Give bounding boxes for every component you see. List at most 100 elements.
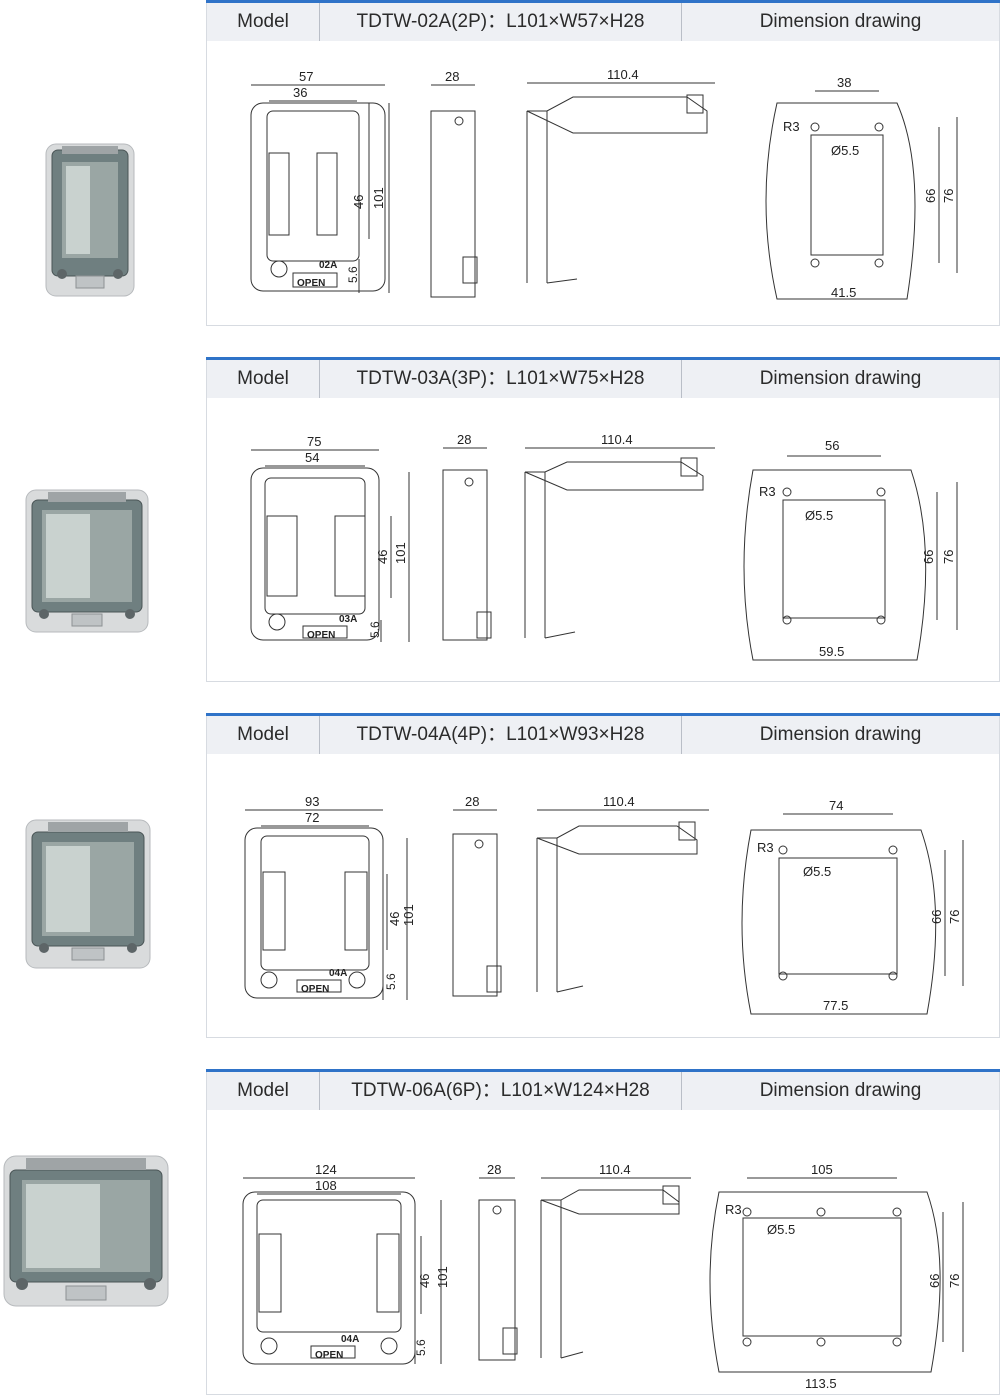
dim-lid-open-length: 110.4 bbox=[607, 67, 639, 82]
model-header-row: Model TDTW-02A(2P)：L101×W57×H28 Dimensio… bbox=[207, 3, 999, 41]
cutout-rectangle bbox=[778, 857, 898, 975]
dim-inner-width: 54 bbox=[305, 450, 319, 465]
cutout-rectangle bbox=[742, 1217, 902, 1337]
dim-hole-spacing-top: 105 bbox=[811, 1162, 833, 1177]
side-view bbox=[452, 833, 498, 997]
dim-height: 101 bbox=[371, 187, 386, 209]
dim-outer-height: 76 bbox=[941, 550, 956, 564]
dimension-drawing-label: Dimension drawing bbox=[759, 368, 922, 389]
dim-hole-diameter: Ø5.5 bbox=[831, 143, 859, 158]
panel-top-rule bbox=[206, 713, 1000, 716]
dim-height: 101 bbox=[435, 1266, 450, 1288]
dim-overall-width: 124 bbox=[315, 1162, 337, 1177]
dim-outer-height: 76 bbox=[941, 189, 956, 203]
front-view-outline bbox=[244, 827, 384, 999]
dim-height: 101 bbox=[393, 542, 408, 564]
model-section-2p: Model TDTW-02A(2P)：L101×W57×H28 Dimensio… bbox=[0, 0, 1000, 330]
dim-hole-spacing-top: 56 bbox=[825, 438, 839, 453]
dim-lid-open-length: 110.4 bbox=[601, 432, 633, 447]
header-divider bbox=[319, 360, 320, 398]
front-mark: 03A bbox=[339, 614, 357, 625]
dim-window-height: 46 bbox=[417, 1274, 432, 1288]
dim-height: 101 bbox=[401, 904, 416, 926]
model-label: Model bbox=[237, 368, 289, 389]
model-label: Model bbox=[237, 11, 289, 32]
cutout-rectangle bbox=[782, 499, 886, 619]
front-mark: 02A bbox=[319, 260, 337, 271]
dim-hole-spacing-top: 74 bbox=[829, 798, 843, 813]
model-panel-4p: Model TDTW-04A(4P)：L101×W93×H28 Dimensio… bbox=[206, 713, 1000, 1038]
side-view bbox=[478, 1199, 516, 1361]
dim-bottom-offset: 5.6 bbox=[368, 621, 382, 638]
front-view-outline bbox=[242, 1191, 416, 1365]
front-window bbox=[266, 110, 360, 262]
dim-overall-width: 93 bbox=[305, 794, 319, 809]
header-divider bbox=[681, 716, 682, 754]
front-view-outline bbox=[250, 102, 386, 292]
model-section-4p: Model TDTW-04A(4P)：L101×W93×H28 Dimensio… bbox=[0, 712, 1000, 1042]
panel-top-rule bbox=[206, 1069, 1000, 1072]
dim-bottom-offset: 5.6 bbox=[414, 1339, 428, 1356]
model-label: Model bbox=[237, 724, 289, 745]
dim-window-height: 46 bbox=[351, 195, 366, 209]
model-header-row: Model TDTW-04A(4P)：L101×W93×H28 Dimensio… bbox=[207, 716, 999, 754]
dimension-drawing-4p: 93 72 46 101 5.6 04A OPEN 28 110.4 74 R3… bbox=[244, 794, 964, 1015]
dimension-drawing-label: Dimension drawing bbox=[759, 724, 922, 745]
header-divider bbox=[681, 3, 682, 41]
dim-lid-open-length: 110.4 bbox=[603, 794, 635, 809]
dim-corner-radius: R3 bbox=[757, 840, 774, 855]
front-open-text: OPEN bbox=[297, 278, 325, 289]
dim-depth: 28 bbox=[487, 1162, 501, 1177]
model-panel-2p: Model TDTW-02A(2P)：L101×W57×H28 Dimensio… bbox=[206, 0, 1000, 326]
panel-cutout-outline bbox=[741, 829, 937, 1015]
dim-corner-radius: R3 bbox=[783, 119, 800, 134]
model-section-3p: Model TDTW-03A(3P)：L101×W75×H28 Dimensio… bbox=[0, 356, 1000, 686]
front-mark: 04A bbox=[341, 1334, 359, 1345]
dimension-drawing-2p: 57 36 46 101 5.6 02A OPEN 28 110.4 38 R3… bbox=[250, 67, 958, 300]
dimension-drawing-3p: 75 54 46 101 5.6 03A OPEN 28 110.4 56 R3… bbox=[250, 432, 958, 661]
panel-top-rule bbox=[206, 357, 1000, 360]
dim-depth: 28 bbox=[457, 432, 471, 447]
dimension-drawing-label: Dimension drawing bbox=[759, 1080, 922, 1101]
front-screw-left bbox=[270, 260, 288, 278]
model-header-row: Model TDTW-06A(6P)：L101×W124×H28 Dimensi… bbox=[207, 1072, 999, 1110]
dim-window-height: 46 bbox=[375, 550, 390, 564]
front-mark: 04A bbox=[329, 968, 347, 979]
product-photo-6p bbox=[3, 1155, 169, 1307]
panel-top-rule bbox=[206, 0, 1000, 3]
dim-cut-width: 41.5 bbox=[831, 285, 856, 300]
dim-hole-diameter: Ø5.5 bbox=[803, 864, 831, 879]
dim-hole-spacing-vertical: 66 bbox=[929, 910, 944, 924]
header-divider bbox=[319, 716, 320, 754]
header-divider bbox=[319, 1072, 320, 1110]
front-window bbox=[260, 835, 370, 971]
front-screw-left bbox=[260, 971, 278, 989]
dim-bottom-offset: 5.6 bbox=[384, 973, 398, 990]
front-screw-left bbox=[260, 1337, 278, 1355]
dim-overall-width: 75 bbox=[307, 434, 321, 449]
front-window bbox=[256, 1199, 402, 1333]
side-view bbox=[430, 110, 476, 298]
model-header-row: Model TDTW-03A(3P)：L101×W75×H28 Dimensio… bbox=[207, 360, 999, 398]
dimension-drawing-label: Dimension drawing bbox=[759, 11, 922, 32]
model-spec: TDTW-02A(2P)：L101×W57×H28 bbox=[356, 11, 645, 32]
header-divider bbox=[681, 1072, 682, 1110]
model-spec: TDTW-04A(4P)：L101×W93×H28 bbox=[356, 724, 645, 745]
dim-inner-width: 108 bbox=[315, 1178, 337, 1193]
dim-cut-width: 113.5 bbox=[805, 1376, 837, 1391]
model-panel-3p: Model TDTW-03A(3P)：L101×W75×H28 Dimensio… bbox=[206, 357, 1000, 682]
front-open-text: OPEN bbox=[307, 630, 335, 641]
front-open-text: OPEN bbox=[315, 1350, 343, 1361]
dim-hole-diameter: Ø5.5 bbox=[805, 508, 833, 523]
product-photo-4p bbox=[25, 819, 151, 969]
header-divider bbox=[319, 3, 320, 41]
dim-corner-radius: R3 bbox=[759, 484, 776, 499]
dim-depth: 28 bbox=[465, 794, 479, 809]
dim-lid-open-length: 110.4 bbox=[599, 1162, 631, 1177]
dim-cut-width: 77.5 bbox=[823, 998, 848, 1013]
product-photo-2p bbox=[45, 143, 135, 297]
panel-cutout-outline bbox=[765, 102, 916, 300]
model-spec: TDTW-03A(3P)：L101×W75×H28 bbox=[356, 368, 645, 389]
dim-hole-spacing-vertical: 66 bbox=[921, 550, 936, 564]
dim-inner-width: 36 bbox=[293, 85, 307, 100]
